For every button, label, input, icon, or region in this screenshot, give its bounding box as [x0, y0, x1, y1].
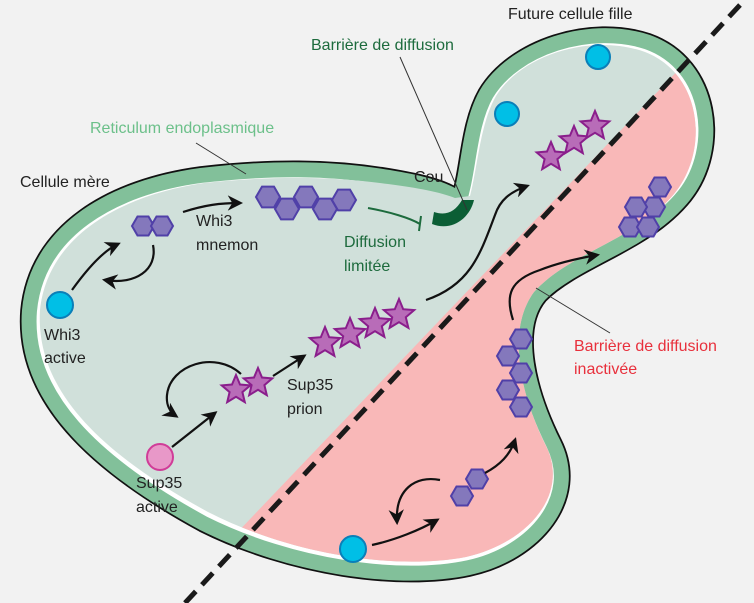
sup35-prion-star: [307, 324, 343, 359]
sup35-prion-star: [534, 139, 568, 172]
whi3-mnemon-hexagon: [149, 215, 175, 237]
whi3-mnemon-hexagon: [254, 185, 282, 209]
future-daughter-label: Future cellule fille: [508, 6, 633, 23]
whi3-protein: [339, 535, 367, 563]
whi3-active-label-1: Whi3: [44, 327, 81, 344]
sup35-prion-star: [578, 108, 612, 141]
whi3-mnemon-hexagon: [508, 362, 534, 384]
inactivated-barrier-label-2: inactivée: [574, 361, 638, 378]
whi3-mnemon-hexagon: [449, 485, 475, 507]
diffusion-barrier: [432, 200, 474, 227]
whi3-mnemon-hexagon: [623, 196, 649, 218]
sup35-prion-star: [219, 372, 253, 405]
whi3-mnemon-hexagon: [647, 176, 673, 198]
sup35-active-protein: [146, 443, 174, 471]
sup35-active-label-1: Sup35: [136, 475, 183, 492]
whi3-mnemon-hexagon: [508, 396, 534, 418]
whi3-mnemon-label-1: Whi3: [196, 213, 233, 230]
sup35-prion-star: [557, 123, 591, 156]
diffusion-limited-label-1: Diffusion: [344, 234, 406, 251]
whi3-mnemon-hexagon: [130, 215, 156, 237]
reticulum-label: Reticulum endoplasmique: [90, 120, 275, 137]
inactivated-barrier-pointer: [535, 287, 611, 334]
whi3-mnemon-hexagon: [273, 197, 301, 221]
arrow-chain-to-daughter: [425, 182, 530, 302]
arrow-whi3-to-dimer: [71, 242, 121, 291]
whi3-mnemon-hexagon: [464, 468, 490, 490]
whi3-active-label-2: active: [44, 350, 86, 367]
whi3-active-protein: [46, 291, 74, 319]
mother-cell-label: Cellule mère: [20, 174, 110, 191]
sup35-prion-label-1: Sup35: [287, 377, 334, 394]
separation-line: [183, 3, 742, 603]
diffusion-limited-inhibitor: [367, 207, 421, 225]
whi3-mnemon-hexagon: [330, 188, 358, 212]
sup35-prion-star: [381, 296, 417, 331]
neck-label: Cou: [414, 169, 444, 186]
whi3-mnemon-label-2: mnemon: [196, 237, 259, 254]
arrow-dimer-to-mnemon: [182, 195, 244, 214]
arrow-neck-bypass: [508, 249, 601, 321]
whi3-mnemon-hexagon: [617, 216, 643, 238]
sup35-prion-star: [357, 305, 393, 340]
reticulum-pointer: [195, 142, 247, 175]
whi3-protein: [494, 101, 520, 127]
barrier-pointer: [399, 56, 468, 211]
whi3-protein: [585, 44, 611, 70]
arrow-prion-loop: [161, 361, 242, 418]
sup35-prion-star: [332, 315, 368, 350]
whi3-mnemon-hexagon: [635, 216, 661, 238]
diffusion-limited-label-2: limitée: [344, 258, 391, 275]
diffusion-barrier-label: Barrière de diffusion: [311, 37, 454, 54]
whi3-mnemon-hexagon: [508, 328, 534, 350]
whi3-mnemon-hexagon: [311, 197, 339, 221]
arrow-dimer-back: [101, 244, 155, 290]
arrow-sup35-to-prion: [171, 411, 218, 448]
arrow-bottom-loop: [388, 477, 441, 526]
inhibitor-bar: [418, 215, 422, 232]
sup35-active-label-2: active: [136, 499, 178, 516]
whi3-mnemon-hexagon: [292, 185, 320, 209]
inactivated-barrier-label-1: Barrière de diffusion: [574, 338, 717, 355]
sup35-prion-label-2: prion: [287, 401, 323, 418]
arrow-bottom-to-chain: [484, 437, 519, 474]
arrow-bottom-whi3: [371, 518, 440, 547]
arrow-prion-to-chain: [272, 354, 307, 377]
sup35-prion-star: [241, 365, 275, 398]
